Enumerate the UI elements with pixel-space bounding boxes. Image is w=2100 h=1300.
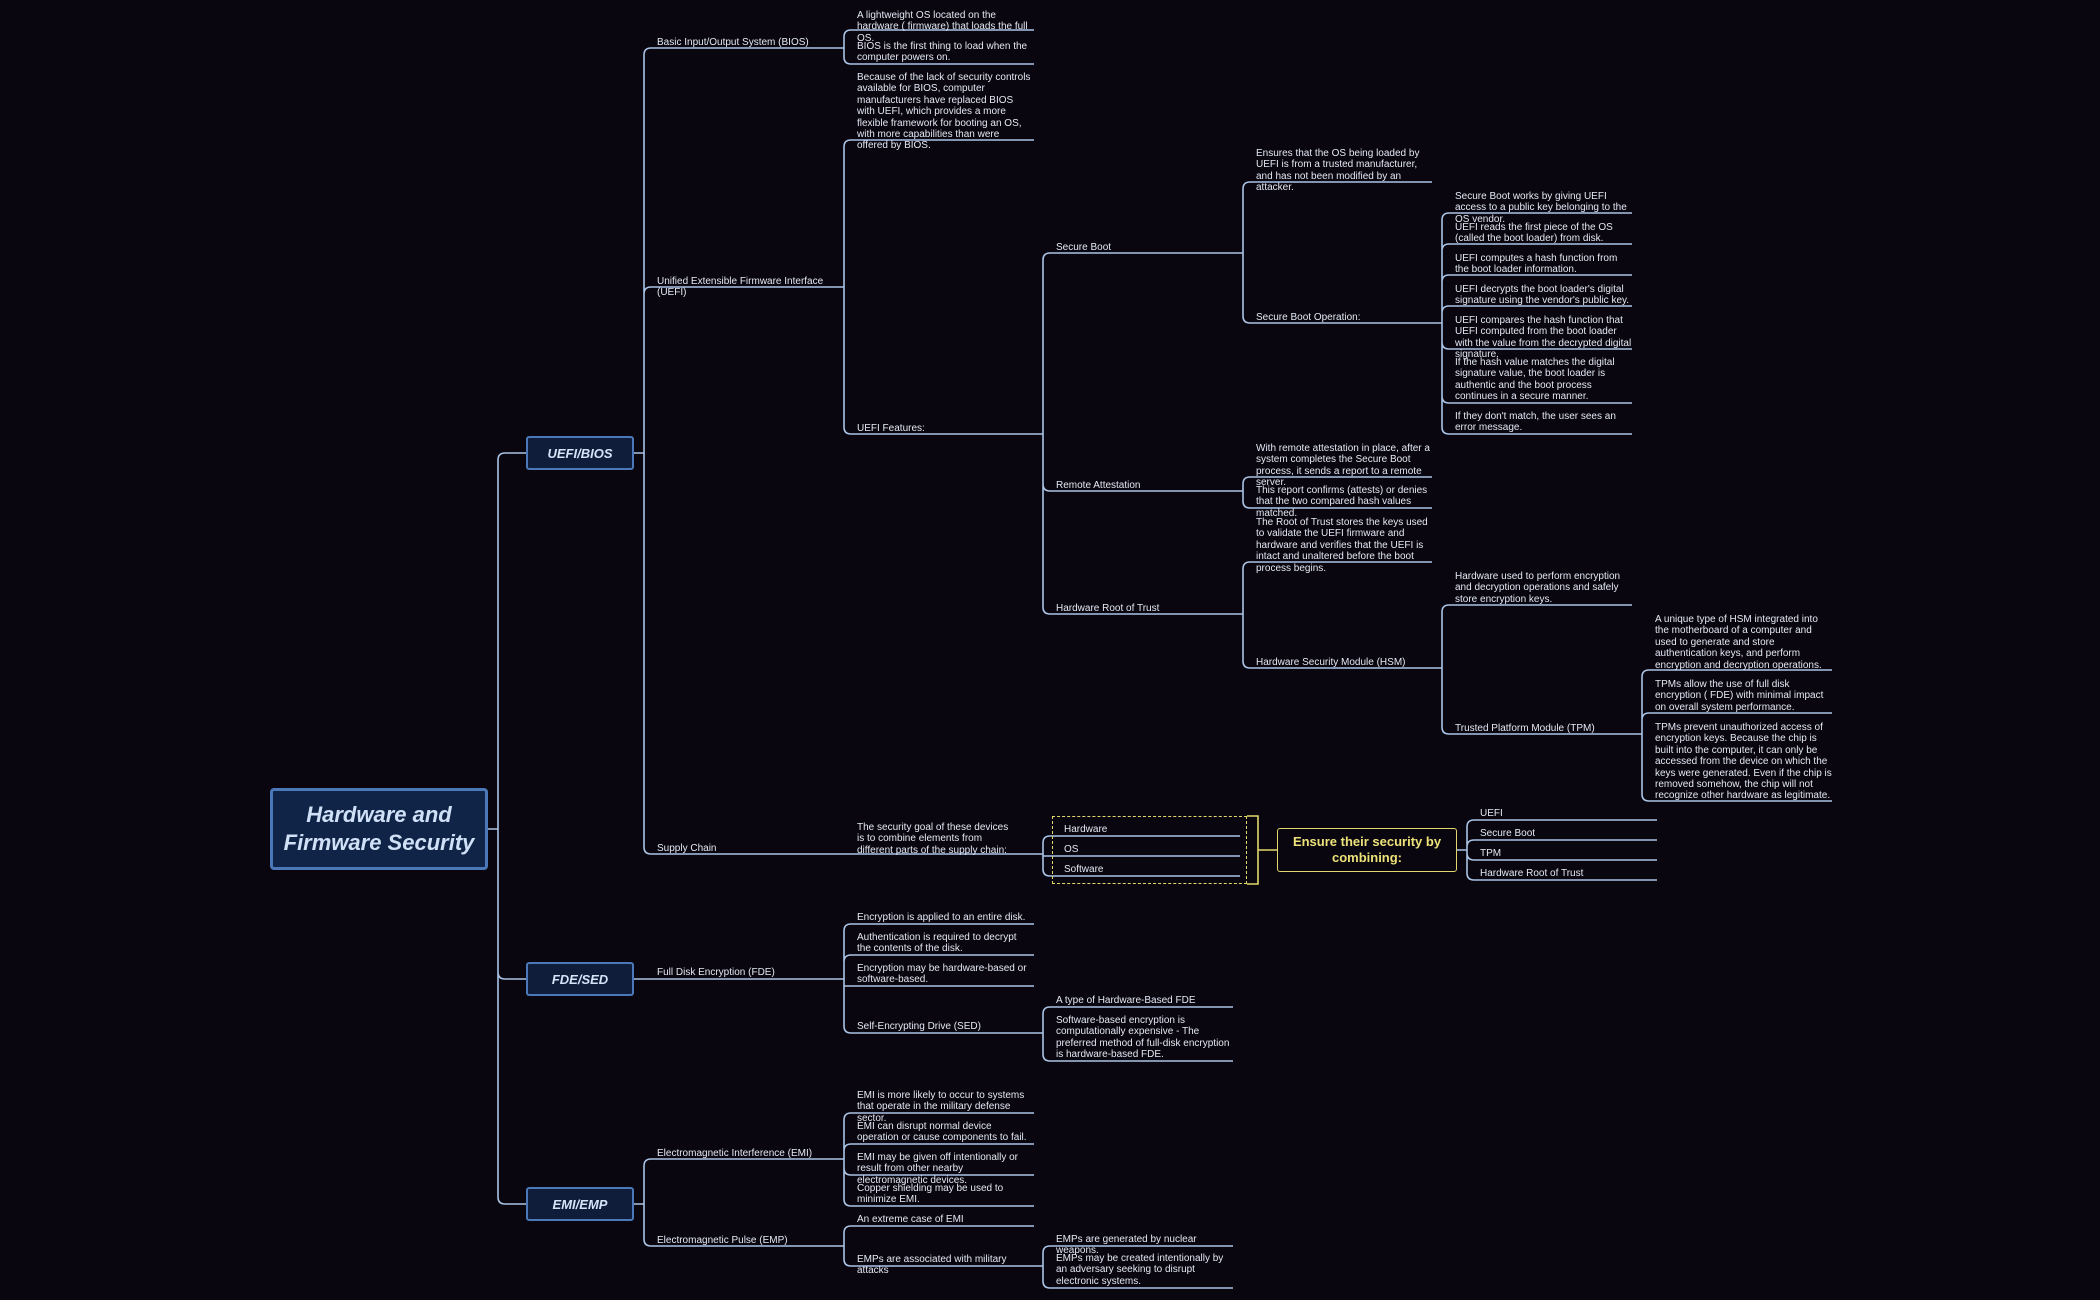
connector-secure-boot	[1240, 181, 1432, 324]
connector-uefi-features	[1034, 252, 1240, 615]
emp-military-note-1: EMPs are generated by nuclear weapons.	[1056, 1234, 1197, 1257]
hardware-root-of-trust[interactable]: Hardware Root of Trust	[1056, 603, 1160, 614]
sed-note-2: Software-based encryption is computation…	[1056, 1015, 1230, 1061]
connector-root	[488, 452, 526, 1205]
combine-secure-boot[interactable]: Secure Boot	[1480, 828, 1536, 839]
topic-fde-sed[interactable]: FDE/SED	[526, 962, 634, 996]
summary-brace	[1247, 815, 1277, 885]
uefi-features[interactable]: UEFI Features:	[857, 423, 925, 434]
supply-chain-hardware[interactable]: Hardware	[1064, 824, 1108, 835]
hsm-note: Hardware used to perform encryption and …	[1455, 571, 1621, 605]
secure-boot-operation[interactable]: Secure Boot Operation:	[1256, 312, 1361, 323]
connector-bios	[843, 29, 1034, 65]
tpm-note-2: TPMs allow the use of full disk encrypti…	[1655, 679, 1824, 713]
subtopic-emi[interactable]: Electromagnetic Interference (EMI)	[657, 1148, 813, 1159]
secure-boot-step-7: If they don't match, the user sees an er…	[1455, 411, 1616, 434]
secure-boot-step-3: UEFI computes a hash function from the b…	[1455, 253, 1618, 276]
connector-emp-military	[1034, 1245, 1233, 1289]
topic-emi-emp[interactable]: EMI/EMP	[526, 1187, 634, 1221]
connector-emi-emp	[634, 1158, 844, 1247]
combine-hardware-root[interactable]: Hardware Root of Trust	[1480, 868, 1584, 879]
uefi-note: Because of the lack of security controls…	[857, 72, 1031, 152]
fde-note-3: Encryption may be hardware-based or soft…	[857, 963, 1027, 986]
supply-chain-summary[interactable]: Ensure their security by combining:	[1277, 828, 1457, 872]
emp-military-note-2: EMPs may be created intentionally by an …	[1056, 1253, 1224, 1287]
emi-note-3: EMI may be given off intentionally or re…	[857, 1152, 1019, 1186]
emi-note-2: EMI can disrupt normal device operation …	[857, 1121, 1027, 1144]
remote-attestation[interactable]: Remote Attestation	[1056, 480, 1141, 491]
subtopic-supply-chain[interactable]: Supply Chain	[657, 843, 717, 854]
connector-hsm	[1432, 604, 1632, 735]
sed[interactable]: Self-Encrypting Drive (SED)	[857, 1021, 981, 1032]
supply-chain-software[interactable]: Software	[1064, 864, 1104, 875]
remote-attestation-note-2: This report confirms (attests) or denies…	[1256, 485, 1428, 519]
secure-boot-note: Ensures that the OS being loaded by UEFI…	[1256, 148, 1420, 194]
secure-boot-step-1: Secure Boot works by giving UEFI access …	[1455, 191, 1627, 225]
connector-combine	[1457, 819, 1657, 881]
sed-note-1: A type of Hardware-Based FDE	[1056, 995, 1196, 1006]
emi-note-4: Copper shielding may be used to minimize…	[857, 1183, 1004, 1206]
remote-attestation-note-1: With remote attestation in place, after …	[1256, 443, 1430, 489]
supply-chain-summary-boundary	[1052, 816, 1247, 884]
central-topic[interactable]: Hardware and Firmware Security	[270, 788, 488, 870]
connector-tpm	[1632, 669, 1832, 802]
bios-note-1: A lightweight OS located on the hardware…	[857, 10, 1028, 44]
connector-uefi-bios	[634, 47, 844, 855]
hsm[interactable]: Hardware Security Module (HSM)	[1256, 657, 1406, 668]
supply-chain-note: The security goal of these devices is to…	[857, 822, 1009, 856]
subtopic-fde[interactable]: Full Disk Encryption (FDE)	[657, 967, 775, 978]
tpm-note-3: TPMs prevent unauthorized access of encr…	[1655, 722, 1832, 802]
secure-boot-step-5: UEFI compares the hash function that UEF…	[1455, 315, 1632, 361]
connector-remote-attestation	[1240, 476, 1432, 509]
fde-note-1: Encryption is applied to an entire disk.	[857, 912, 1026, 923]
subtopic-bios[interactable]: Basic Input/Output System (BIOS)	[657, 37, 809, 48]
fde-note-2: Authentication is required to decrypt th…	[857, 932, 1017, 955]
secure-boot-step-2: UEFI reads the first piece of the OS (ca…	[1455, 222, 1613, 245]
emp-note-1: An extreme case of EMI	[857, 1214, 964, 1225]
connector-sed	[1034, 1006, 1233, 1062]
connector-hardware-root	[1240, 561, 1432, 669]
secure-boot[interactable]: Secure Boot	[1056, 242, 1112, 253]
connector-secure-boot-operation	[1432, 212, 1632, 435]
connector-fde	[843, 923, 1034, 1034]
subtopic-uefi[interactable]: Unified Extensible Firmware Interface (U…	[657, 276, 824, 299]
combine-tpm[interactable]: TPM	[1480, 848, 1502, 859]
root-of-trust-note: The Root of Trust stores the keys used t…	[1256, 517, 1428, 574]
combine-uefi[interactable]: UEFI	[1480, 808, 1503, 819]
supply-chain-os[interactable]: OS	[1064, 844, 1079, 855]
secure-boot-step-4: UEFI decrypts the boot loader's digital …	[1455, 284, 1630, 307]
secure-boot-step-6: If the hash value matches the digital si…	[1455, 357, 1615, 403]
connector-uefi	[843, 139, 1034, 435]
connector-supply-chain-items	[1034, 835, 1240, 877]
bios-note-2: BIOS is the first thing to load when the…	[857, 41, 1028, 64]
subtopic-emp[interactable]: Electromagnetic Pulse (EMP)	[657, 1235, 788, 1246]
emp-military[interactable]: EMPs are associated with military attack…	[857, 1254, 1007, 1277]
connector-emi	[843, 1112, 1034, 1207]
emi-note-1: EMI is more likely to occur to systems t…	[857, 1090, 1025, 1124]
topic-uefi-bios[interactable]: UEFI/BIOS	[526, 436, 634, 470]
tpm[interactable]: Trusted Platform Module (TPM)	[1455, 723, 1595, 734]
connector-emp	[843, 1225, 1034, 1267]
tpm-note-1: A unique type of HSM integrated into the…	[1655, 614, 1822, 671]
